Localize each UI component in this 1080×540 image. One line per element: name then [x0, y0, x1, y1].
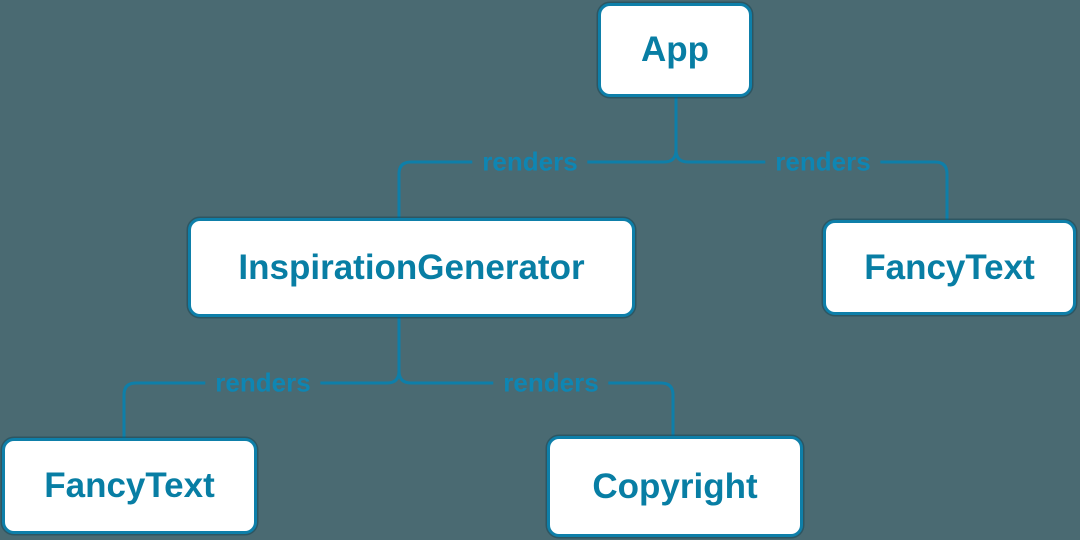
edge-label-renders-inspirationgenerator-fancytext: renders — [205, 369, 321, 398]
edge-label-renders-app-inspirationgenerator: renders — [472, 148, 588, 177]
node-fancytext-top-label: FancyText — [864, 247, 1035, 287]
node-app-label: App — [640, 30, 710, 69]
edge-label-renders-app-fancytext: renders — [765, 148, 881, 177]
node-copyright-label: Copyright — [592, 466, 758, 506]
node-fancytext-bottom-label: FancyText — [44, 466, 215, 505]
node-copyright: Copyright — [547, 436, 803, 537]
node-inspirationgenerator-label: InspirationGenerator — [238, 247, 585, 287]
edge-label-renders-inspirationgenerator-copyright: renders — [493, 369, 609, 398]
node-app: App — [598, 3, 752, 97]
node-fancytext-bottom: FancyText — [2, 438, 257, 534]
node-fancytext-top: FancyText — [823, 220, 1076, 315]
node-inspirationgenerator: InspirationGenerator — [188, 218, 635, 317]
